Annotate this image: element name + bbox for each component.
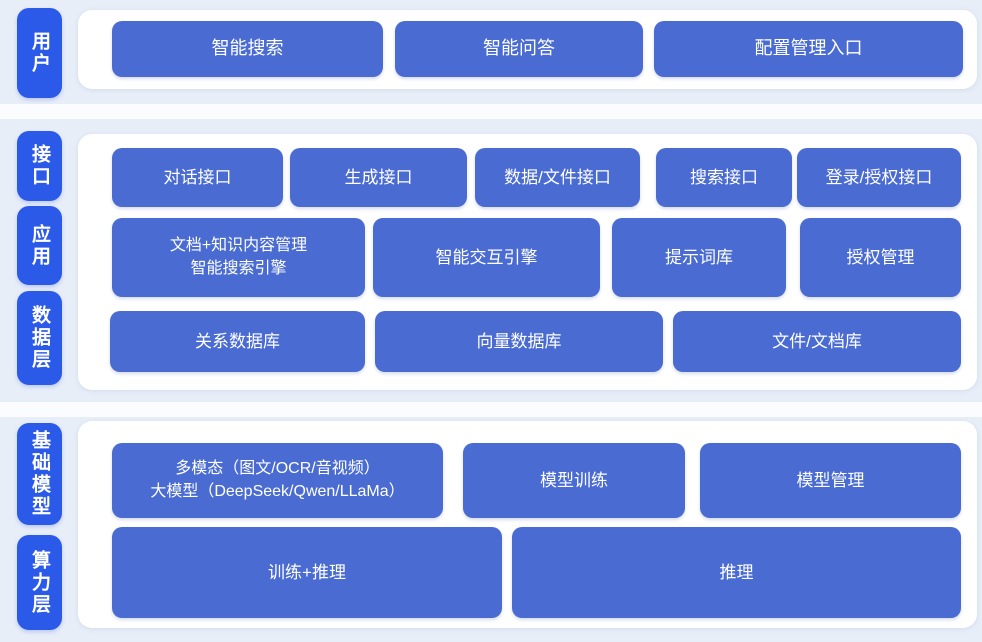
node-smart-interaction-engine: 智能交互引擎 [373, 218, 600, 297]
side-label-user: 用户 [17, 8, 62, 98]
side-label-compute-layer: 算力层 [17, 535, 62, 630]
node-dialog-api: 对话接口 [112, 148, 283, 207]
node-data-file-api: 数据/文件接口 [475, 148, 640, 207]
node-doc-knowledge-search-engine: 文档+知识内容管理 智能搜索引擎 [112, 218, 365, 297]
middle-section-card: 对话接口 生成接口 数据/文件接口 搜索接口 登录/授权接口 文档+知识内容管理… [78, 134, 977, 390]
node-line: 多模态（图文/OCR/音视频） [175, 460, 380, 478]
node-inference: 推理 [512, 527, 961, 618]
side-label-data-layer: 数据层 [17, 291, 62, 385]
side-label-interface: 接口 [17, 131, 62, 201]
node-relational-database: 关系数据库 [110, 311, 365, 372]
node-multimodal-large-model: 多模态（图文/OCR/音视频） 大模型（DeepSeek/Qwen/LLaMa） [112, 443, 443, 518]
node-model-training: 模型训练 [463, 443, 685, 518]
user-section-card: 智能搜索 智能问答 配置管理入口 [78, 10, 977, 89]
node-authorization-management: 授权管理 [800, 218, 961, 297]
side-label-base-model: 基础模型 [17, 423, 62, 525]
node-training-plus-inference: 训练+推理 [112, 527, 502, 618]
node-line: 大模型（DeepSeek/Qwen/LLaMa） [150, 482, 405, 500]
node-config-management-entry: 配置管理入口 [654, 21, 963, 77]
node-model-management: 模型管理 [700, 443, 961, 518]
side-label-application: 应用 [17, 206, 62, 285]
node-generate-api: 生成接口 [290, 148, 467, 207]
node-line: 文档+知识内容管理 [169, 237, 308, 255]
node-smart-search: 智能搜索 [112, 21, 383, 77]
node-file-document-store: 文件/文档库 [673, 311, 961, 372]
node-search-api: 搜索接口 [656, 148, 792, 207]
bottom-section-card: 多模态（图文/OCR/音视频） 大模型（DeepSeek/Qwen/LLaMa）… [78, 421, 977, 628]
node-login-auth-api: 登录/授权接口 [797, 148, 961, 207]
section-divider [0, 402, 982, 417]
node-prompt-library: 提示词库 [612, 218, 786, 297]
node-line: 智能搜索引擎 [190, 259, 287, 277]
node-smart-qa: 智能问答 [395, 21, 643, 77]
node-vector-database: 向量数据库 [375, 311, 663, 372]
section-divider [0, 104, 982, 119]
